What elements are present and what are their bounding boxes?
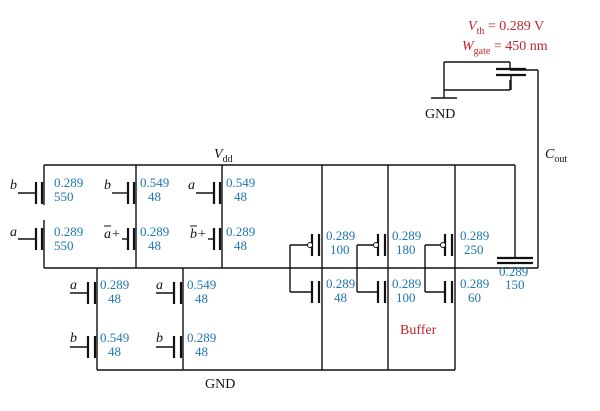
wgate-subscript: gate — [474, 46, 491, 57]
input-abar: a — [104, 227, 111, 242]
vdd-subscript: dd — [223, 154, 233, 165]
wgate-value: = 450 nm — [490, 39, 547, 54]
nmos-b-3 — [70, 336, 97, 358]
wgate-symbol: W — [462, 39, 475, 54]
b3-w: 180 — [396, 242, 416, 257]
pmos-b-1 — [18, 182, 44, 204]
buffer-nmos-1 — [290, 281, 321, 303]
pmos-abar-5 — [122, 228, 136, 250]
n2-vth: 0.549 — [187, 277, 216, 292]
buffer-pmos-2 — [357, 234, 387, 256]
pmos-a-3 — [196, 182, 222, 204]
buffer-nmos-3 — [425, 281, 454, 303]
buffer-pmos-3 — [425, 234, 454, 256]
nmos-a-2 — [156, 282, 183, 304]
n3-w: 48 — [108, 344, 121, 359]
buffer-pmos-1 — [290, 234, 321, 256]
p2-vth: 0.549 — [140, 175, 169, 190]
input-b-n4: b — [156, 331, 163, 346]
input-b-n3: b — [70, 331, 77, 346]
input-a-n2: a — [156, 278, 163, 293]
vth-symbol: V — [468, 19, 478, 34]
gnd-label: GND — [205, 377, 235, 392]
input-bbar: b — [190, 227, 197, 242]
b6-w: 60 — [468, 290, 481, 305]
n4-vth: 0.289 — [187, 330, 216, 345]
input-b-2: b — [104, 178, 111, 193]
input-a-n1: a — [70, 278, 77, 293]
svg-text:Vdd: Vdd — [214, 147, 233, 165]
b2-vth: 0.289 — [326, 276, 355, 291]
input-a-4: a — [10, 225, 17, 240]
pass-vth: 0.289 — [499, 264, 528, 279]
gate-cap-transistor — [496, 67, 526, 90]
input-a-3: a — [188, 178, 195, 193]
plus-1: + — [112, 227, 120, 242]
b3-vth: 0.289 — [392, 228, 421, 243]
pmos-b-2 — [112, 182, 136, 204]
b4-w: 100 — [396, 290, 416, 305]
b4-vth: 0.289 — [392, 276, 421, 291]
b5-vth: 0.289 — [460, 228, 489, 243]
p5-w: 48 — [148, 238, 161, 253]
p4-vth: 0.289 — [54, 224, 83, 239]
vdd-label: V — [214, 147, 224, 162]
svg-text:Wgate = 450 nm: Wgate = 450 nm — [462, 39, 548, 57]
b5-w: 250 — [464, 242, 484, 257]
p1-w: 550 — [54, 189, 74, 204]
transistors — [18, 67, 533, 358]
input-labels: b b a a a + b + a a b b — [10, 178, 206, 346]
plus-2: + — [198, 227, 206, 242]
pmos-bbar-6 — [208, 228, 222, 250]
svg-text:Vth = 0.289 V: Vth = 0.289 V — [468, 19, 544, 37]
vth-value: = 0.289 V — [484, 19, 544, 34]
p1-vth: 0.289 — [54, 175, 83, 190]
svg-text:Cout: Cout — [545, 147, 567, 165]
transistor-values: 0.289 550 0.549 48 0.549 48 0.289 550 0.… — [54, 175, 528, 359]
b2-w: 48 — [334, 290, 347, 305]
b1-vth: 0.289 — [326, 228, 355, 243]
buffer-label: Buffer — [400, 323, 437, 338]
n2-w: 48 — [195, 291, 208, 306]
p5-vth: 0.289 — [140, 224, 169, 239]
b1-w: 100 — [330, 242, 350, 257]
nmos-b-4 — [156, 336, 183, 358]
pass-w: 150 — [505, 277, 525, 292]
n1-w: 48 — [108, 291, 121, 306]
top-gnd-label: GND — [425, 107, 455, 122]
p6-w: 48 — [234, 238, 247, 253]
buffer-nmos-2 — [357, 281, 387, 303]
pmos-a-4 — [18, 228, 44, 250]
p4-w: 550 — [54, 238, 74, 253]
nmos-a-1 — [70, 282, 97, 304]
vth-subscript: th — [477, 26, 485, 37]
p2-w: 48 — [148, 189, 161, 204]
n1-vth: 0.289 — [100, 277, 129, 292]
b6-vth: 0.289 — [460, 276, 489, 291]
p3-w: 48 — [234, 189, 247, 204]
threshold-annotation: Vth = 0.289 V Wgate = 450 nm — [462, 19, 548, 57]
input-b-1: b — [10, 178, 17, 193]
pass-transistor — [497, 220, 533, 265]
p3-vth: 0.549 — [226, 175, 255, 190]
p6-vth: 0.289 — [226, 224, 255, 239]
wires — [43, 61, 539, 371]
n4-w: 48 — [195, 344, 208, 359]
n3-vth: 0.549 — [100, 330, 129, 345]
cout-subscript: out — [554, 154, 567, 165]
cout-label: C — [545, 147, 555, 162]
